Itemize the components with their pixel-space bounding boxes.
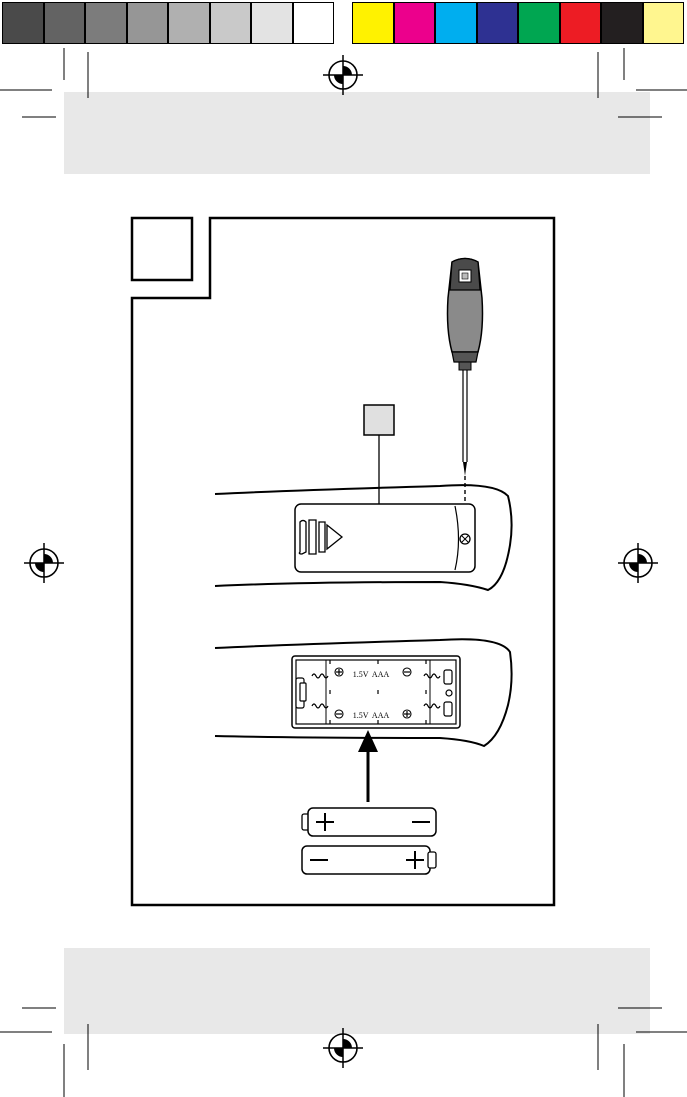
battery-slot-label-top: 1.5V AAA	[353, 670, 390, 679]
color-swatch	[393, 2, 435, 44]
gray-swatch	[251, 2, 293, 44]
gray-swatch	[168, 2, 210, 44]
battery-slot-label-bottom: 1.5V AAA	[353, 711, 390, 720]
insert-arrow	[358, 730, 378, 802]
color-swatch	[352, 2, 394, 44]
cover-grip	[298, 519, 344, 555]
color-swatch	[642, 2, 684, 44]
color-swatch	[435, 2, 477, 44]
figure-frame	[130, 216, 556, 907]
remote-closed	[214, 484, 513, 592]
gray-swatch	[292, 2, 334, 44]
registration-mark-left	[24, 543, 64, 583]
step-number-box	[130, 216, 194, 282]
battery-compartment	[291, 655, 461, 729]
screwdriver	[446, 257, 484, 540]
remote-open: 1.5V AAA 1.5V AAA	[214, 638, 513, 748]
battery-cover	[294, 503, 476, 573]
registration-mark-bottom	[323, 1028, 363, 1068]
color-swatch	[476, 2, 518, 44]
gray-swatch	[126, 2, 168, 44]
battery-bottom	[301, 845, 437, 875]
gray-swatch	[209, 2, 251, 44]
registration-mark-right	[618, 543, 658, 583]
registration-mark-top	[323, 55, 363, 95]
color-swatch	[601, 2, 643, 44]
footer-band	[64, 948, 650, 1034]
gray-swatch	[2, 2, 44, 44]
color-swatch	[559, 2, 601, 44]
color-swatch	[518, 2, 560, 44]
gray-swatch	[43, 2, 85, 44]
callout-box	[363, 404, 395, 436]
header-band	[64, 92, 650, 174]
battery-top	[301, 807, 437, 837]
gray-swatch	[85, 2, 127, 44]
battery-springs	[311, 673, 441, 709]
